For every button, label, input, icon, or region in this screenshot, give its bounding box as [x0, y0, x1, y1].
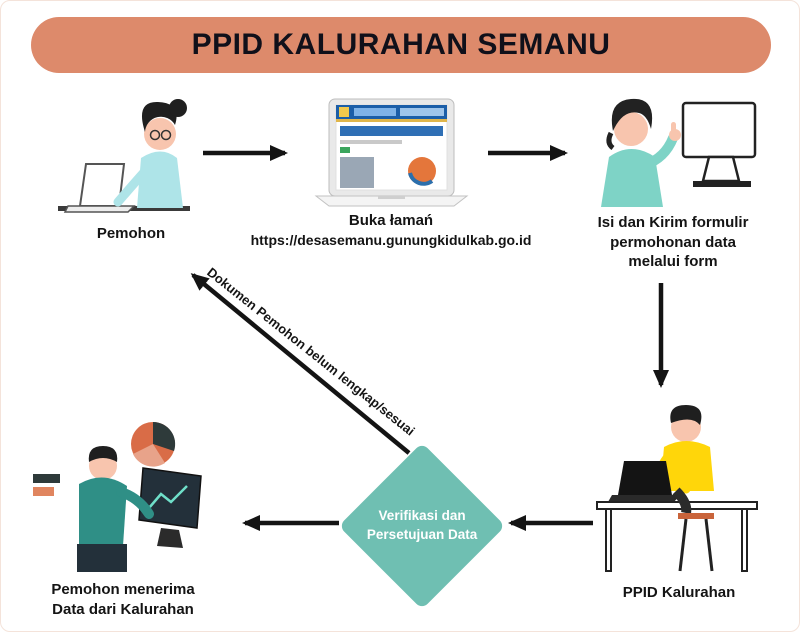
node-receive-data: Pemohon menerima Data dari Kalurahan — [23, 416, 223, 619]
website-caption-line1: Buka łamań — [348, 212, 434, 229]
receive-label-line1: Pemohon menerima — [51, 581, 195, 598]
pemohon-illustration — [58, 99, 190, 213]
website-caption: Buka łamań https://desasemanu.gunungkidu… — [251, 211, 532, 250]
verification-label-line2: Persetujuan Data — [366, 527, 478, 542]
arrow-verification-to-pemohon-rejection — [190, 273, 411, 455]
node-verification: Verifikasi dan Persetujuan Data — [338, 442, 506, 610]
ppid-label: PPID Kalurahan — [622, 584, 736, 601]
form-label-line2: permohonan data — [610, 233, 736, 251]
form-label-line3: melalui form — [628, 253, 718, 270]
receive-data-illustration — [32, 421, 202, 572]
website-laptop-illustration — [314, 98, 468, 207]
ppid-illustration — [595, 405, 758, 572]
website-url: https://desasemanu.gunungkidulkab.go.id — [250, 232, 532, 249]
receive-data-label: Pemohon menerima Data dari Kalurahan — [51, 580, 194, 619]
node-form-submission: Isi dan Kirim formulir permohonan data m… — [573, 89, 773, 272]
form-submission-label: Isi dan Kirim formulir permohonan data m… — [598, 213, 749, 272]
form-submission-illustration — [600, 98, 756, 207]
rejection-arrow-label: Dokumen Pemohon belum lengkap/sesuai — [204, 264, 418, 439]
pemohon-label: Pemohon — [96, 225, 166, 242]
receive-label-line2: Data dari Kalurahan — [52, 600, 194, 618]
form-label-line1: Isi dan Kirim formulir — [597, 214, 749, 231]
node-ppid: PPID Kalurahan — [589, 399, 769, 603]
verification-label: Verifikasi dan Persetujuan Data — [363, 507, 481, 545]
page-title: PPID KALURAHAN SEMANU — [191, 28, 611, 61]
node-website: Buka łamań https://desasemanu.gunungkidu… — [231, 97, 551, 250]
header-banner: PPID KALURAHAN SEMANU — [31, 17, 771, 73]
node-pemohon: Pemohon — [51, 96, 211, 244]
verification-label-line1: Verifikasi dan — [378, 508, 466, 524]
